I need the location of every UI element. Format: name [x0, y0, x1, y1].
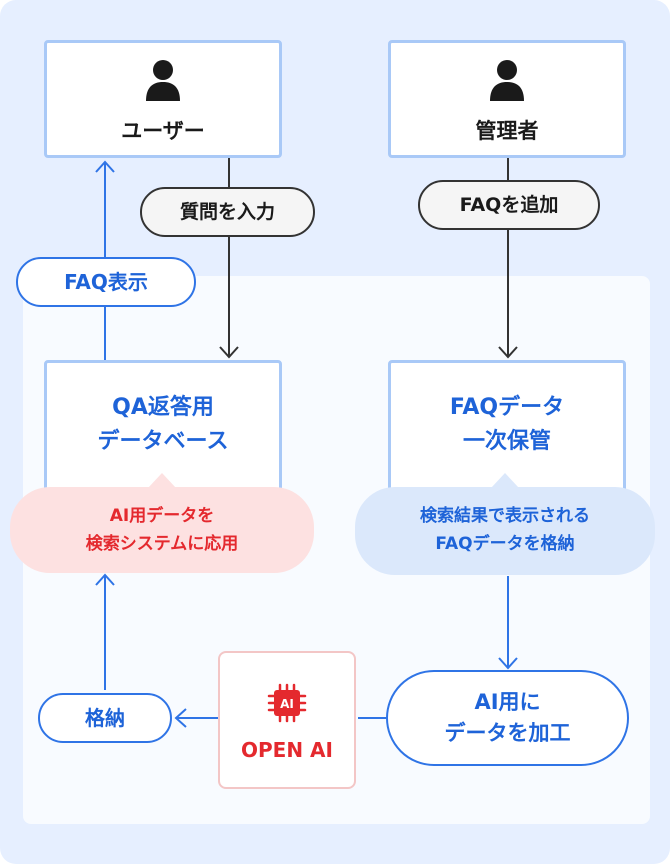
faq-temp-title-line2: 一次保管 — [462, 429, 551, 454]
arrow-openai-to-store-head — [174, 708, 187, 728]
arrow-user-to-db-head — [219, 346, 239, 359]
ai-chip-icon: AI — [267, 683, 307, 723]
openai-label: OPEN AI — [241, 738, 333, 762]
qa-database-title-line2: データベース — [97, 429, 229, 454]
user-label: ユーザー — [121, 119, 205, 143]
arrow-faq-to-process-head — [498, 657, 518, 670]
user-actor-box: ユーザー — [44, 40, 282, 158]
faq-store-note: 検索結果で表示される FAQデータを格納 — [355, 473, 655, 575]
qa-database-title-line1: QA返答用 — [112, 395, 214, 420]
ai-process-line1: AI用に — [474, 690, 541, 714]
faq-display-pill: FAQ表示 — [16, 257, 196, 307]
ai-data-note-line1: AI用データを — [109, 506, 215, 526]
person-icon — [146, 60, 180, 101]
faq-store-note-line2: FAQデータを格納 — [435, 534, 575, 554]
arrow-admin-to-faq-head — [498, 346, 518, 359]
faq-store-note-line1: 検索結果で表示される — [420, 506, 590, 526]
ai-data-note-line2: 検索システムに応用 — [85, 534, 239, 554]
admin-label: 管理者 — [475, 119, 539, 143]
faq-temp-title-line1: FAQデータ — [449, 395, 565, 420]
ai-process-line2: データを加工 — [444, 721, 571, 745]
admin-actor-box: 管理者 — [388, 40, 626, 158]
store-pill: 格納 — [38, 693, 172, 743]
ai-data-note: AI用データを 検索システムに応用 — [10, 473, 314, 573]
openai-box: AI OPEN AI — [218, 651, 356, 789]
ai-process-box: AI用に データを加工 — [386, 670, 629, 766]
person-icon — [490, 60, 524, 101]
faq-add-pill: FAQを追加 — [418, 180, 600, 230]
arrow-db-to-user-head — [95, 160, 115, 173]
arrow-store-to-db-head — [95, 573, 115, 586]
chip-text: AI — [280, 697, 294, 711]
question-input-pill: 質問を入力 — [140, 187, 315, 237]
